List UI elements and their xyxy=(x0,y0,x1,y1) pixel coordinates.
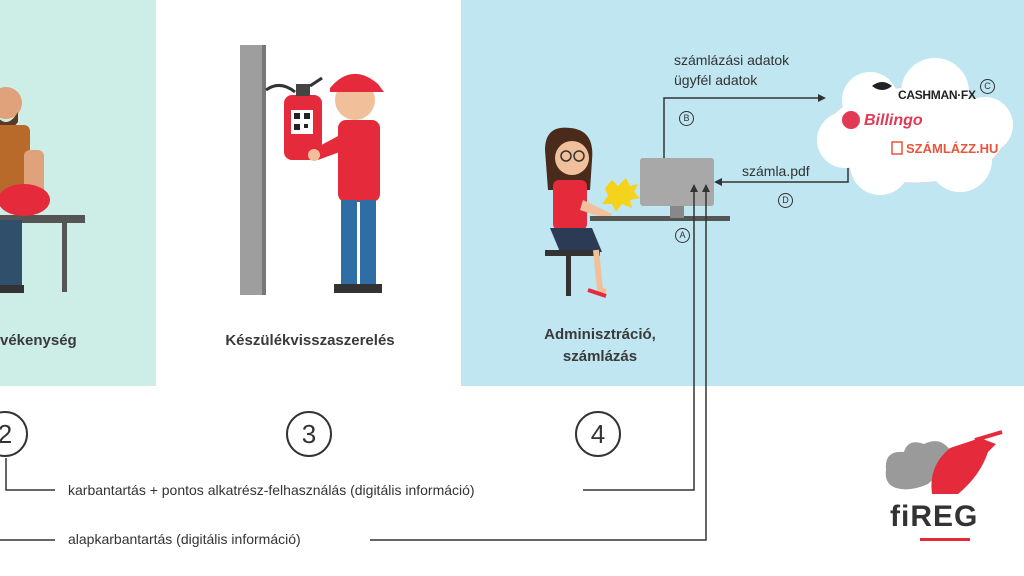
cashman-icon xyxy=(872,82,892,90)
invoice-pdf-label: számla.pdf xyxy=(742,163,810,179)
billing-arrows xyxy=(663,94,849,186)
fireg-logo-text: fiREG xyxy=(890,500,979,533)
cashman-logo: CASHMAN·FX xyxy=(898,88,976,102)
billing-data-label: számlázási adatok xyxy=(674,52,790,68)
administrator-computer-illustration xyxy=(545,127,730,298)
technician-workbench-illustration xyxy=(0,87,85,293)
fireg-logo-underline xyxy=(920,538,970,541)
billingo-logo: Billingo xyxy=(864,112,923,129)
flow-lines xyxy=(0,184,710,541)
step-4-label-line2: számlázás xyxy=(562,348,638,365)
step-3-number: 3 xyxy=(286,411,332,457)
step-4-label-line1: Adminisztráció, xyxy=(544,326,656,343)
step-4-label: Adminisztráció, számlázás xyxy=(500,324,700,368)
step-4-number: 4 xyxy=(575,411,621,457)
technician-extinguisher-illustration xyxy=(240,45,384,295)
szamlazz-icon xyxy=(891,141,903,155)
invoicing-cloud xyxy=(817,58,1013,195)
step-3-panel xyxy=(156,0,461,386)
marker-c: C xyxy=(980,79,995,94)
step-2-label: vékenység xyxy=(0,332,77,349)
step-3-label: Készülékvisszaszerelés xyxy=(225,332,395,349)
flow-basic-maintenance-text: alapkarbantartás (digitális információ) xyxy=(68,531,301,547)
billingo-icon xyxy=(842,111,860,129)
customer-data-label: ügyfél adatok xyxy=(674,72,758,88)
fireg-logo-graphic xyxy=(885,430,1003,494)
flow-maintenance-parts-text: karbantartás + pontos alkatrész-felhaszn… xyxy=(68,482,475,498)
szamlazz-logo: SZÁMLÁZZ.HU xyxy=(906,141,999,156)
marker-b: B xyxy=(679,111,694,126)
marker-a: A xyxy=(675,228,690,243)
marker-d: D xyxy=(778,193,793,208)
